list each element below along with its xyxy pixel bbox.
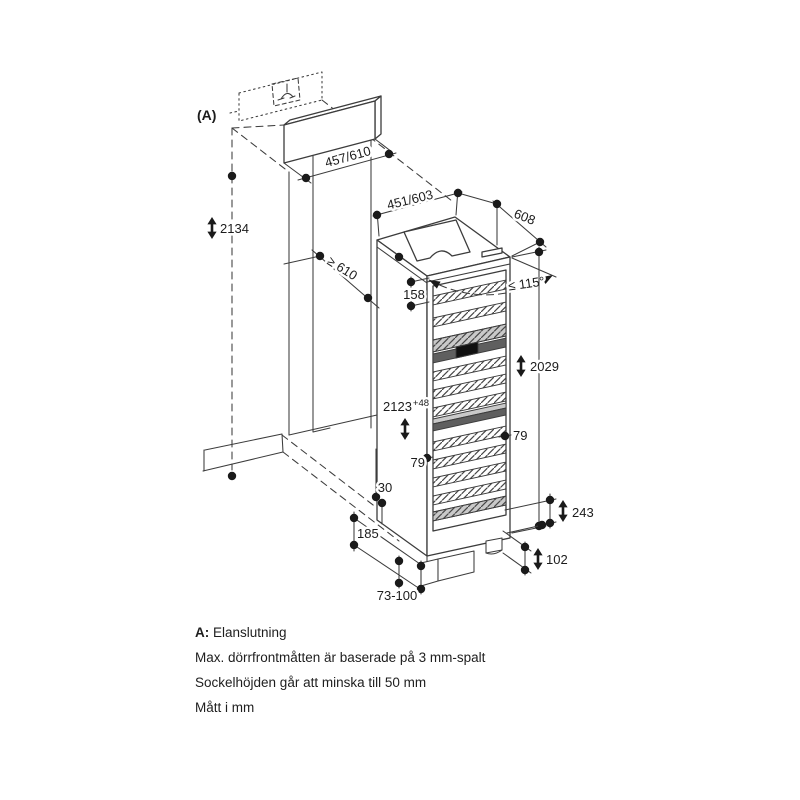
dim-appliance-depth: 608 xyxy=(492,199,547,257)
electrical-zone: (A) xyxy=(197,71,323,123)
note-plinth: Sockelhöjden går att minska till 50 mm xyxy=(195,675,427,690)
power-connection-icon xyxy=(277,83,296,101)
dimension-label: 79 xyxy=(411,455,425,470)
dimension-label: 2134 xyxy=(220,221,249,236)
dimension-label: 79 xyxy=(513,428,527,443)
dimension-label: 158 xyxy=(403,287,425,302)
wine-rack-shelf xyxy=(432,391,507,418)
appliance-height-value: 2123 xyxy=(383,399,412,414)
wine-cabinet xyxy=(376,216,511,587)
dimension-label: 2123+48 xyxy=(383,398,429,414)
note-a-text: Elanslutning xyxy=(213,625,287,640)
wine-rack-shelf xyxy=(432,461,507,488)
note-units: Mått i mm xyxy=(195,700,255,715)
dimension-label: ≤ 115° xyxy=(507,274,545,294)
wine-rack-shelf xyxy=(432,301,507,328)
dimension-label: 2029 xyxy=(530,359,559,374)
note-electrical: A: Elanslutning xyxy=(195,620,635,645)
dim-appliance-height: 2123+48 xyxy=(381,252,432,440)
dim-shelf-spacing-left: 79 xyxy=(408,453,434,473)
dim-top-section: 158 xyxy=(401,276,430,312)
wine-rack-shelf xyxy=(432,355,507,382)
dimension-label: 30 xyxy=(378,480,392,495)
control-panel xyxy=(455,341,479,359)
dim-shelf-spacing-right: 79 xyxy=(498,426,530,446)
dimension-label: ≥ 610 xyxy=(325,253,360,283)
note-a-label: A: xyxy=(195,625,210,640)
note-door-front: Max. dörrfrontmåtten är baserade på 3 mm… xyxy=(195,650,486,665)
wine-rack-shelf xyxy=(432,373,507,400)
wine-rack-shelf xyxy=(432,279,507,306)
dimension-label: 451/603 xyxy=(385,187,434,213)
dimension-label: 243 xyxy=(572,505,594,520)
dimension-label: 608 xyxy=(512,206,538,228)
dim-lower-section: 243 xyxy=(504,493,596,534)
dim-door-front-height: 2029 xyxy=(511,246,561,534)
dimension-label: 73-100 xyxy=(377,588,417,603)
dim-plinth-adjust-range: 73-100 xyxy=(374,555,426,606)
callout-a-label: (A) xyxy=(197,107,216,123)
notes: A: Elanslutning Max. dörrfrontmåtten är … xyxy=(195,620,635,720)
dim-foot-clearance: 102 xyxy=(502,530,570,576)
bottom-shelf-hatch xyxy=(432,495,507,522)
appliance-height-tolerance: +48 xyxy=(413,398,429,409)
appliance-foot xyxy=(485,537,503,554)
cabinet-top-tab xyxy=(481,247,503,258)
cabinet-top-lid xyxy=(403,219,471,262)
dim-rear-offset: 30 xyxy=(371,448,395,525)
dim-niche-depth: ≥ 610 xyxy=(283,249,380,309)
divider-shelf xyxy=(432,407,507,432)
dimension-label: 185 xyxy=(357,526,379,541)
wine-rack-shelf xyxy=(432,443,507,470)
wine-rack-shelf xyxy=(432,479,507,506)
wine-racks xyxy=(432,279,507,522)
plinth xyxy=(420,537,503,587)
filler-panel xyxy=(283,95,382,164)
wine-rack-shelf-hatch xyxy=(432,323,507,353)
dimension-label: 102 xyxy=(546,552,568,567)
dim-niche-height: 2134 xyxy=(207,171,251,481)
dim-base-height: 185 xyxy=(349,511,421,590)
